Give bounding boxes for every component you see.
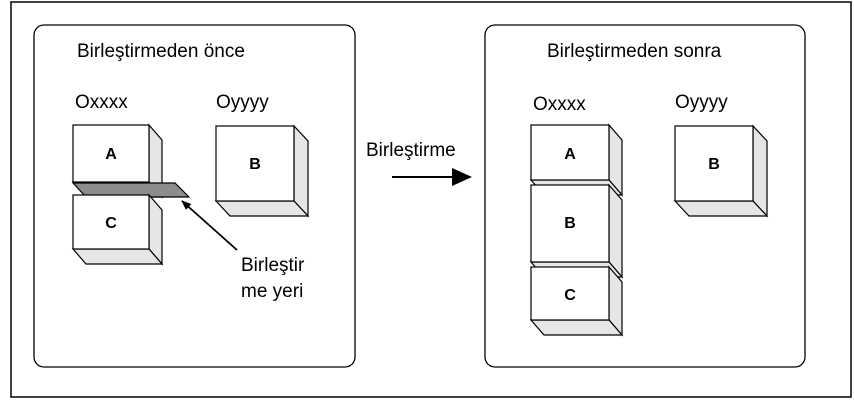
before-panel-frame <box>33 24 356 368</box>
after-program-oxxxx-label: Oxxxx <box>533 94 586 115</box>
before-block-c-label: C <box>105 215 117 232</box>
merge-joint-strip <box>71 182 191 198</box>
joint-pointer-arrow <box>181 200 238 251</box>
after-block-b: B <box>529 183 624 279</box>
after-panel: Birleştirmeden sonra Oxxxx Oyyyy A B C <box>484 24 806 368</box>
after-block-b-oyyyy-label: B <box>708 156 720 173</box>
before-program-oyyyy-label: Oyyyy <box>216 92 269 113</box>
before-block-a-label: A <box>105 146 117 163</box>
joint-label-line1: Birleştir <box>241 255 305 276</box>
after-program-oyyyy-label: Oyyyy <box>675 92 728 113</box>
outer-frame <box>10 1 852 398</box>
joint-label-line2: me yeri <box>241 281 303 302</box>
merge-arrow-head <box>452 168 472 186</box>
before-title: Birleştirmeden önce <box>77 41 245 62</box>
after-panel-frame <box>484 24 806 368</box>
after-title: Birleştirmeden sonra <box>547 41 722 62</box>
after-block-a-label: A <box>564 146 576 163</box>
before-block-b-label: B <box>249 156 261 173</box>
after-block-c: C <box>529 265 624 337</box>
before-program-oxxxx-label: Oxxxx <box>75 92 128 113</box>
after-block-b-label: B <box>564 215 576 232</box>
before-block-b: B <box>214 124 310 218</box>
after-block-b-oyyyy: B <box>673 124 769 218</box>
before-block-c: C <box>71 193 164 266</box>
merge-operation-label: Birleştirme <box>366 140 456 161</box>
after-block-c-label: C <box>564 287 576 304</box>
before-panel: Birleştirmeden önce Oxxxx Oyyyy A C B <box>33 24 356 368</box>
